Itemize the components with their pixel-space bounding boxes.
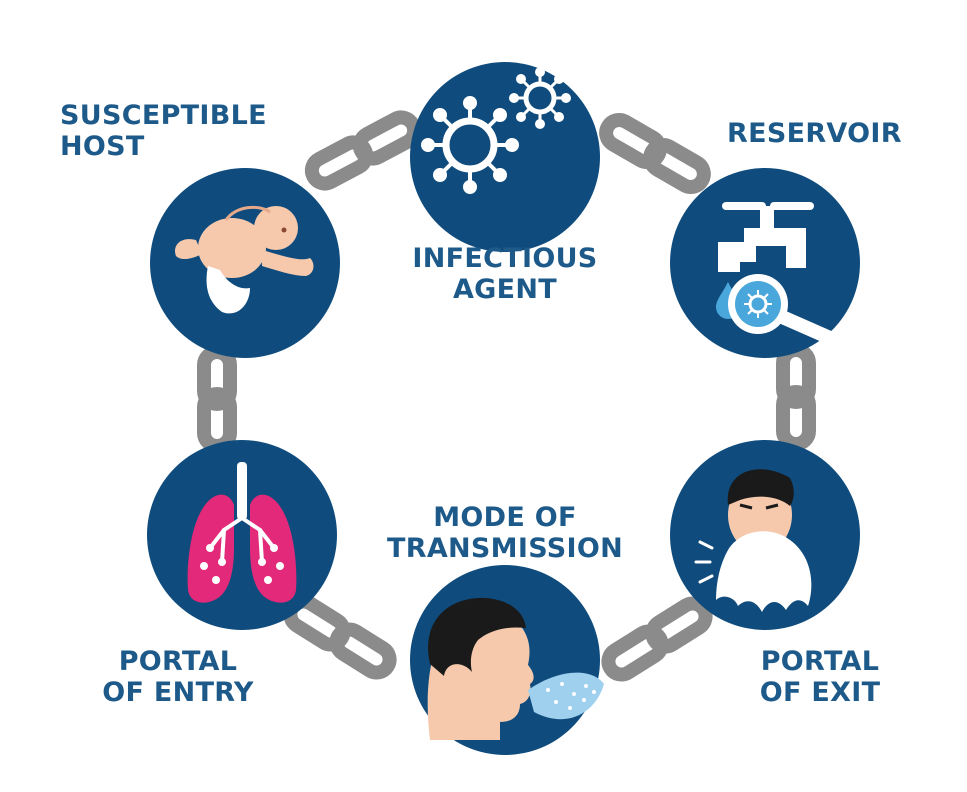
label-reservoir: RESERVOIR (727, 118, 902, 149)
label-line: MODE OF (433, 502, 577, 533)
chain-link-host-agent (304, 110, 422, 191)
chain-link-reservoir-exit (776, 343, 816, 451)
label-portal-of-exit: PORTAL OF EXIT (735, 646, 905, 708)
label-line: SUSCEPTIBLE (60, 100, 267, 131)
label-portal-of-entry: PORTAL OF ENTRY (88, 646, 268, 708)
virus-icon (421, 67, 571, 194)
infectious-agent-circle (410, 62, 600, 252)
label-susceptible-host: SUSCEPTIBLE HOST (60, 100, 267, 162)
coughing-person-icon (427, 597, 604, 740)
baby-icon (174, 205, 314, 314)
chain-links (197, 110, 816, 682)
label-line: RESERVOIR (727, 118, 902, 149)
label-line: PORTAL (760, 646, 880, 677)
label-line: TRANSMISSION (387, 533, 623, 564)
label-line: INFECTIOUS (412, 243, 598, 274)
lungs-icon (187, 462, 297, 603)
label-infectious-agent: INFECTIOUS AGENT (395, 243, 615, 305)
label-line: PORTAL (118, 646, 238, 677)
chain-link-entry-host (197, 345, 237, 453)
faucet-icon (716, 202, 837, 345)
label-mode-of-transmission: MODE OF TRANSMISSION (370, 502, 640, 564)
label-line: OF EXIT (759, 677, 881, 708)
label-line: OF ENTRY (102, 677, 254, 708)
chain-link-agent-reservoir (599, 113, 711, 194)
label-line: HOST (60, 131, 145, 162)
sneezing-person-icon (694, 469, 812, 612)
chain-link-exit-transmission (601, 596, 713, 682)
label-line: AGENT (452, 274, 557, 305)
